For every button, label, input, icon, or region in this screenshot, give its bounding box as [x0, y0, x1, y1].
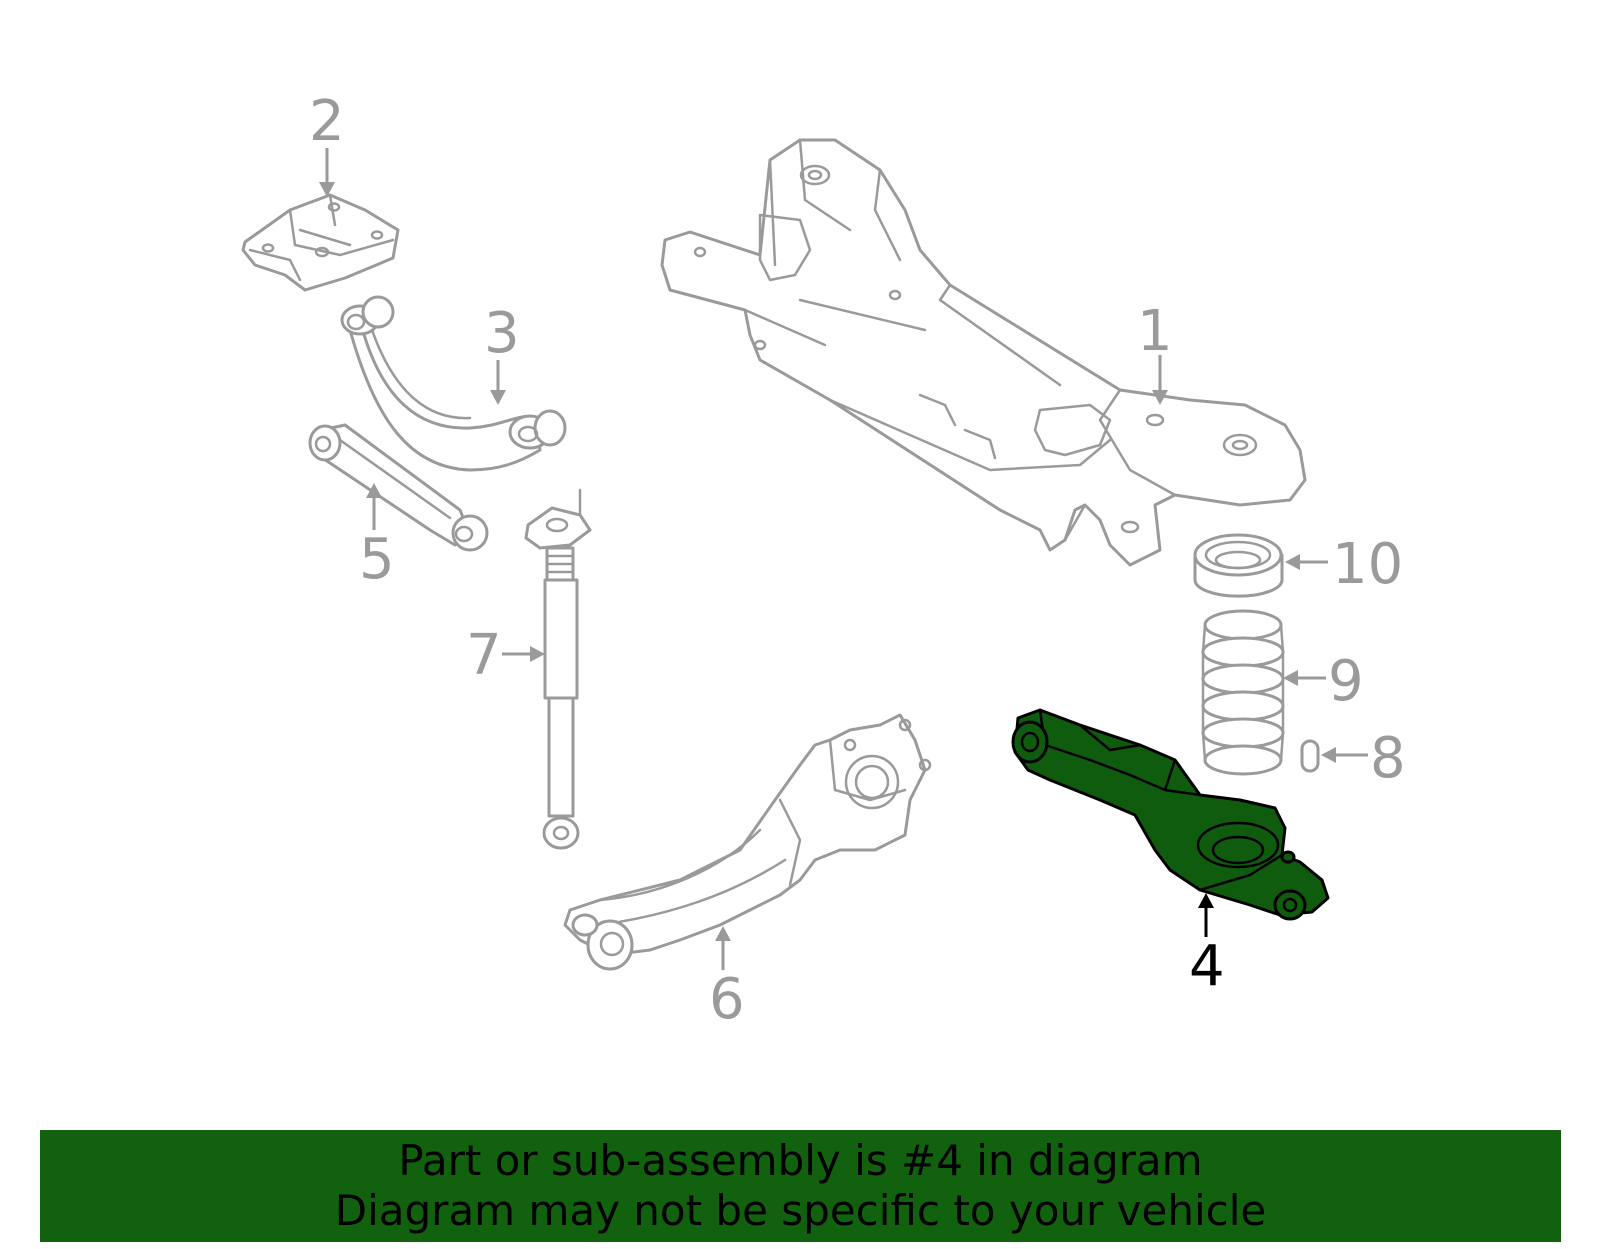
- banner-line-1: Part or sub-assembly is #4 in diagram: [398, 1136, 1203, 1185]
- callout-10: 10: [1332, 532, 1403, 597]
- part-5-lower-link[interactable]: [308, 423, 489, 552]
- callout-3-arrowhead: [490, 390, 506, 405]
- info-banner: Part or sub-assembly is #4 in diagram Di…: [40, 1130, 1561, 1242]
- callout-10-arrowhead: [1285, 554, 1300, 570]
- callout-4-arrowhead: [1198, 893, 1214, 908]
- part-1-crossmember[interactable]: [660, 138, 1307, 567]
- part-3-upper-arm[interactable]: [340, 295, 567, 472]
- callout-1: 1: [1137, 299, 1173, 364]
- callout-8-arrowhead: [1321, 747, 1336, 763]
- callout-7: 7: [466, 623, 502, 688]
- part-2-bracket[interactable]: [241, 193, 400, 292]
- callout-2-arrowhead: [319, 182, 335, 197]
- callout-6-arrowhead: [715, 926, 731, 941]
- callout-4: 4: [1189, 934, 1225, 999]
- callout-8: 8: [1370, 726, 1406, 791]
- callout-3: 3: [484, 301, 520, 366]
- callout-9: 9: [1328, 649, 1364, 714]
- part-8-bushing[interactable]: [1300, 739, 1320, 773]
- callout-6: 6: [709, 967, 745, 1032]
- part-9-coil-spring[interactable]: [1201, 609, 1285, 776]
- callout-9-arrowhead: [1283, 670, 1298, 686]
- callout-5-arrowhead: [366, 483, 382, 498]
- part-6-trailing-arm[interactable]: [563, 713, 932, 971]
- part-7-shock-absorber[interactable]: [524, 488, 592, 850]
- part-4-lower-control-arm[interactable]: [1011, 708, 1330, 921]
- callout-7-arrowhead: [530, 646, 545, 662]
- banner-line-2: Diagram may not be specific to your vehi…: [334, 1186, 1267, 1235]
- part-10-spring-seat[interactable]: [1193, 533, 1284, 598]
- callout-2: 2: [309, 89, 345, 154]
- callout-5: 5: [359, 527, 395, 592]
- callout-1-arrowhead: [1152, 390, 1168, 405]
